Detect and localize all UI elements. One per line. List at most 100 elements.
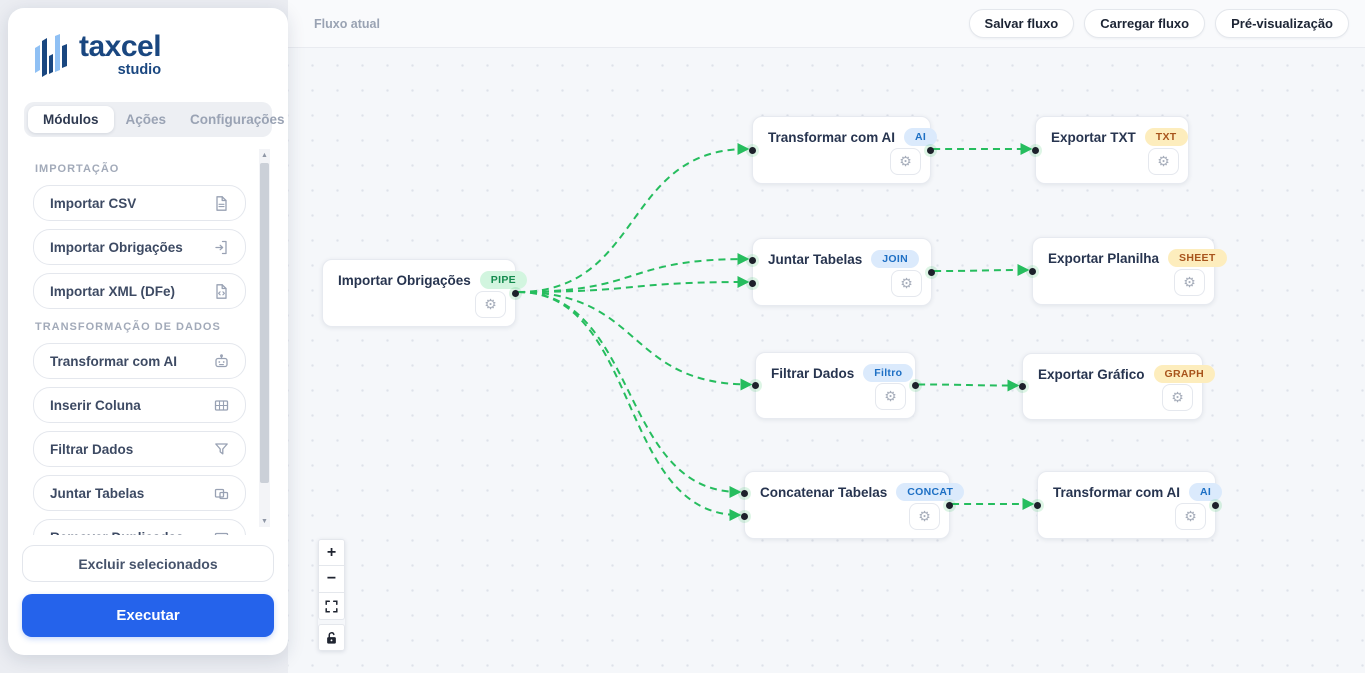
input-handle[interactable] <box>752 382 759 389</box>
input-handle[interactable] <box>1032 146 1039 154</box>
input-handle[interactable] <box>1034 501 1041 509</box>
flow-node[interactable]: Filtrar Dados Filtro⚙ <box>752 352 919 419</box>
flow-node[interactable]: Exportar Planilha SHEET ⚙ <box>1029 237 1227 305</box>
node-header: Filtrar Dados Filtro <box>756 353 915 382</box>
output-handle[interactable] <box>512 289 519 297</box>
node-title: Transformar com AI <box>768 129 896 145</box>
input-handle[interactable] <box>741 489 748 497</box>
tab-acoes[interactable]: Ações <box>114 106 179 133</box>
scroll-up-icon[interactable]: ▲ <box>261 151 268 159</box>
gear-icon: ⚙ <box>484 296 497 312</box>
module-item-label: Inserir Coluna <box>50 397 141 413</box>
node-type-badge: Filtro <box>863 364 914 382</box>
sidebar: taxcel studio Módulos Ações Configuraçõe… <box>8 8 288 655</box>
output-handle[interactable] <box>912 382 919 389</box>
scrollbar-thumb[interactable] <box>260 163 269 483</box>
module-item[interactable]: Inserir Coluna <box>33 387 246 423</box>
node-settings-button[interactable]: ⚙ <box>909 503 940 530</box>
input-handle[interactable] <box>1029 267 1036 275</box>
file-csv-icon <box>213 195 230 212</box>
section-title: IMPORTAÇÃO <box>35 163 120 175</box>
canvas-topbar: Fluxo atual Salvar fluxo Carregar fluxo … <box>288 0 1365 48</box>
module-item[interactable]: Remover Duplicadas <box>33 519 246 535</box>
flow-edge <box>517 143 750 293</box>
flow-edge <box>517 291 753 391</box>
node-title: Exportar Gráfico <box>1038 366 1145 382</box>
load-flow-button[interactable]: Carregar fluxo <box>1084 9 1206 38</box>
lock-button[interactable] <box>318 624 345 651</box>
input-handle[interactable] <box>1019 383 1026 390</box>
node-type-badge: AI <box>904 128 938 146</box>
node-type-badge: JOIN <box>871 250 920 268</box>
node-title: Exportar Planilha <box>1048 250 1160 266</box>
zoom-in-button[interactable]: + <box>318 539 345 566</box>
lock-icon <box>325 631 338 645</box>
remove-duplicates-icon <box>213 529 230 535</box>
node-settings-button[interactable]: ⚙ <box>1148 148 1179 175</box>
output-handle[interactable] <box>927 146 934 154</box>
output-handle[interactable] <box>1212 501 1219 509</box>
module-item[interactable]: Importar Obrigações <box>33 229 246 265</box>
node-type-badge: SHEET <box>1168 249 1227 267</box>
gear-icon: ⚙ <box>899 153 912 169</box>
zoom-out-icon: − <box>326 570 337 587</box>
run-button[interactable]: Executar <box>22 594 274 637</box>
logo-text: taxcel studio <box>79 32 162 79</box>
flow-title: Fluxo atual <box>314 16 380 31</box>
node-title: Juntar Tabelas <box>768 251 863 267</box>
node-header: Transformar com AI AI <box>753 117 938 146</box>
module-item-label: Remover Duplicadas <box>50 530 184 536</box>
module-item-label: Filtrar Dados <box>50 441 134 457</box>
preview-button[interactable]: Pré-visualização <box>1215 9 1349 38</box>
save-flow-button[interactable]: Salvar fluxo <box>968 9 1075 38</box>
input-handle[interactable] <box>749 279 756 287</box>
flow-node[interactable]: Transformar com AI AI ⚙ <box>749 116 938 184</box>
delete-selected-button[interactable]: Excluir selecionados <box>22 545 274 582</box>
node-type-badge: PIPE <box>479 271 527 289</box>
gear-icon: ⚙ <box>918 508 931 524</box>
node-settings-button[interactable]: ⚙ <box>875 383 906 410</box>
node-title: Filtrar Dados <box>771 365 855 381</box>
tab-modulos[interactable]: Módulos <box>28 106 114 133</box>
module-item[interactable]: Filtrar Dados <box>33 431 246 467</box>
node-settings-button[interactable]: ⚙ <box>891 270 922 297</box>
node-settings-button[interactable]: ⚙ <box>1174 269 1205 296</box>
flow-node[interactable]: Juntar Tabelas JOIN ⚙ <box>749 238 935 306</box>
node-settings-button[interactable]: ⚙ <box>475 291 506 318</box>
scroll-down-icon[interactable]: ▼ <box>261 517 268 525</box>
flow-edge <box>517 291 742 498</box>
node-settings-button[interactable]: ⚙ <box>1175 503 1206 530</box>
node-type-badge: AI <box>1189 483 1223 501</box>
gear-icon: ⚙ <box>1171 389 1184 405</box>
node-title: Exportar TXT <box>1051 129 1136 145</box>
input-handle[interactable] <box>749 256 756 264</box>
output-handle[interactable] <box>946 501 953 509</box>
module-item[interactable]: Importar CSV <box>33 185 246 221</box>
node-settings-button[interactable]: ⚙ <box>890 148 921 175</box>
module-item[interactable]: Juntar Tabelas <box>33 475 246 511</box>
sidebar-column: taxcel studio Módulos Ações Configuraçõe… <box>0 0 288 673</box>
tab-configuracoes[interactable]: Configurações <box>178 106 288 133</box>
module-item[interactable]: Transformar com AI <box>33 343 246 379</box>
output-handle[interactable] <box>928 268 935 276</box>
input-handle[interactable] <box>741 512 748 520</box>
fit-view-button[interactable] <box>318 593 345 620</box>
module-list: IMPORTAÇÃO Importar CSV Importar Obrigaçõe… <box>8 145 288 535</box>
node-header: Juntar Tabelas JOIN <box>753 239 931 268</box>
zoom-out-button[interactable]: − <box>318 566 345 593</box>
node-settings-button[interactable]: ⚙ <box>1162 384 1193 411</box>
module-item[interactable]: Importar XML (DFe) <box>33 273 246 309</box>
input-handle[interactable] <box>749 146 756 154</box>
module-list-scrollbar[interactable]: ▲ ▼ <box>259 149 270 527</box>
module-item-label: Importar XML (DFe) <box>50 283 176 299</box>
